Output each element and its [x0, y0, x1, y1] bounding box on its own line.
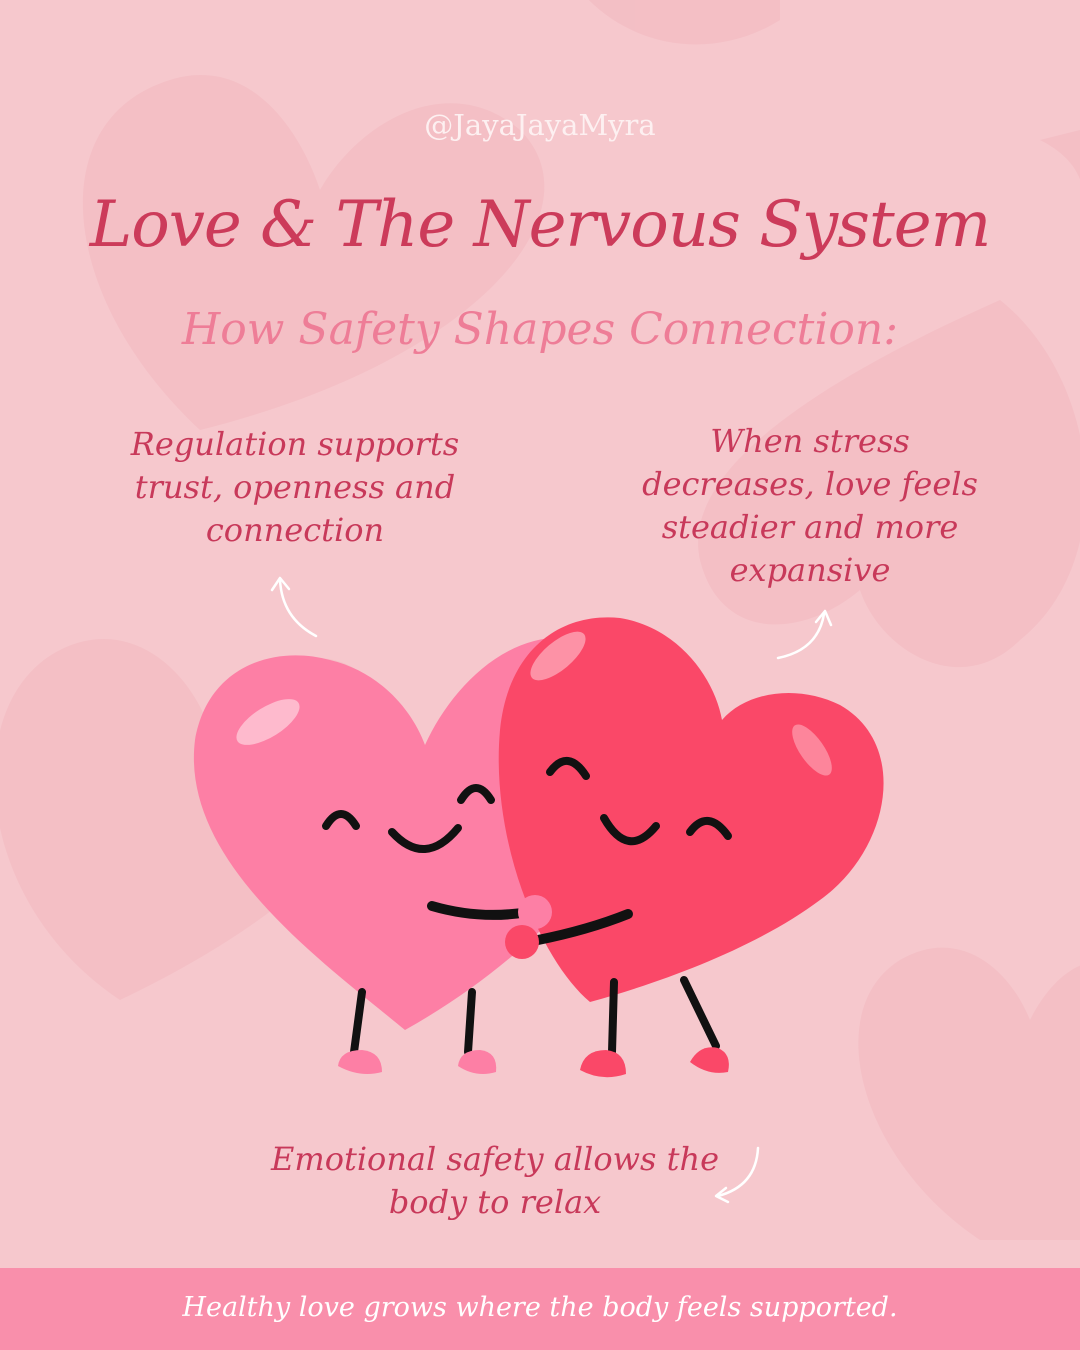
footer-bar: [0, 1268, 1080, 1350]
curved-arrow-icon: [776, 609, 833, 660]
footer-text: Healthy love grows where the body feels …: [182, 1292, 898, 1323]
red-heart-character: [427, 617, 884, 1078]
social-handle: @JayaJayaMyra: [424, 108, 656, 142]
page-subtitle: How Safety Shapes Connection:: [181, 304, 899, 355]
page-title: Love & The Nervous System: [89, 188, 992, 262]
note-regulation: Regulation supports trust, openness and …: [130, 425, 460, 549]
note-stress: When stress decreases, love feels steadi…: [642, 422, 978, 589]
curved-arrow-icon: [270, 576, 318, 638]
curved-arrow-icon: [714, 1146, 760, 1204]
note-emotional-safety: Emotional safety allows the body to rela…: [270, 1140, 719, 1221]
